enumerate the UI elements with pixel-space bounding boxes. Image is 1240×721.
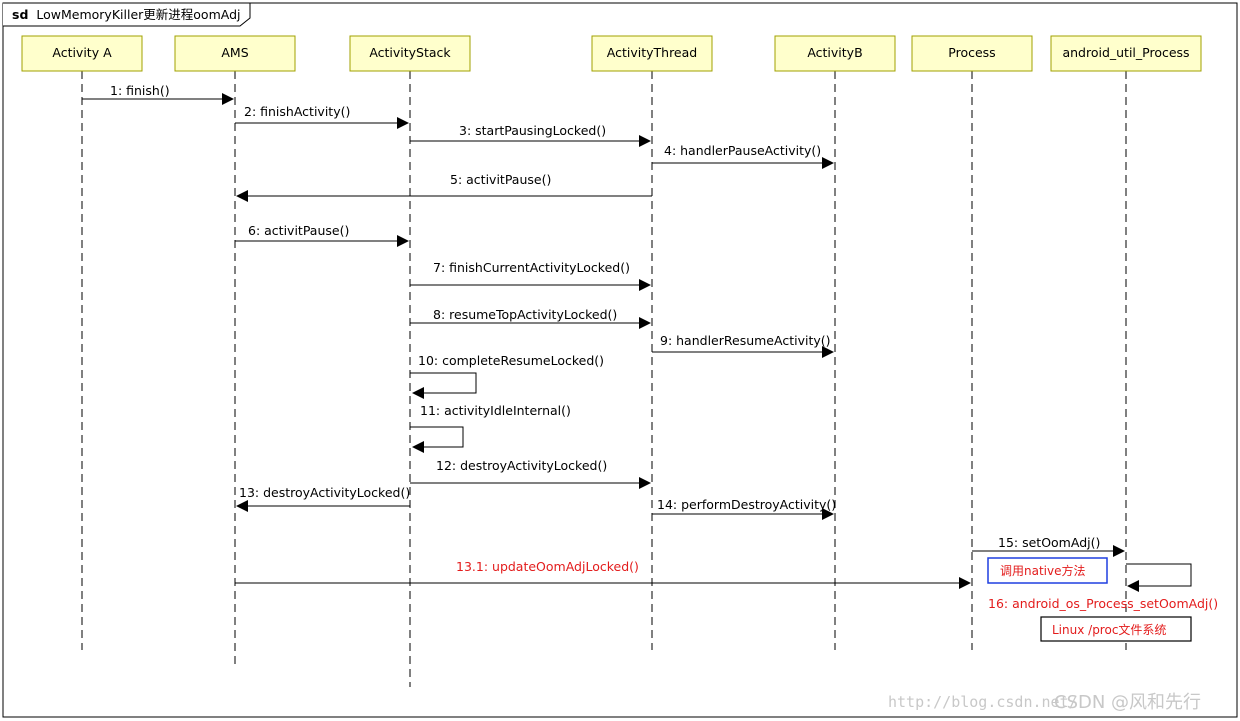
arrowhead-icon [397,235,409,247]
participant-box [349,35,471,72]
self-call-line [1126,563,1192,587]
participant-label: android_util_Process [1062,45,1189,60]
watermark-brand: CSDN @风和先行 [1054,692,1201,713]
note-label: Linux /proc文件系统 [1052,622,1166,637]
participant-heads: Activity A AMS ActivityStack ActivityThr… [21,35,1202,72]
message-label: 6: activitPause() [248,223,349,238]
participant-activity-b: ActivityB [774,35,896,72]
arrowhead-icon [822,508,834,520]
participant-activity-stack: ActivityStack [349,35,471,72]
message-13: 13: destroyActivityLocked() [236,485,410,512]
message-11: 11: activityIdleInternal() [410,403,571,453]
message-label: 13: destroyActivityLocked() [239,485,410,500]
arrowhead-icon [639,477,651,489]
message-label: 8: resumeTopActivityLocked() [433,307,617,322]
message-16: 16: android_os_Process_setOomAdj() [988,563,1218,611]
frame-name: LowMemoryKiller更新进程oomAdj [36,7,240,22]
participant-label: Process [948,45,995,60]
message-label: 2: finishActivity() [244,104,350,119]
note-label: 调用native方法 [1000,563,1085,578]
message-label: 11: activityIdleInternal() [420,403,571,418]
note-linux-proc: Linux /proc文件系统 [1040,616,1192,642]
frame-title: sd LowMemoryKiller更新进程oomAdj [12,7,240,22]
message-label: 7: finishCurrentActivityLocked() [433,260,630,275]
message-10: 10: completeResumeLocked() [410,353,604,399]
messages: 1: finish() 2: finishActivity() 3: start… [82,83,1218,611]
message-6: 6: activitPause() [235,223,409,247]
watermark: http://blog.csdn.net/ CSDN @风和先行 [888,692,1201,713]
arrowhead-icon [412,387,424,399]
frame-label-box [3,2,251,27]
message-label: 13.1: updateOomAdjLocked() [456,559,639,574]
notes: 调用native方法 Linux /proc文件系统 [987,557,1192,642]
message-label: 14: performDestroyActivity() [657,497,836,512]
lifelines [81,71,1127,687]
message-label: 4: handlerPauseActivity() [664,143,821,158]
frame-keyword: sd [12,7,28,22]
participant-box [591,35,713,72]
message-label: 9: handlerResumeActivity() [660,333,831,348]
participant-ams: AMS [174,35,296,72]
participant-android-util-process: android_util_Process [1050,35,1202,72]
participant-label: AMS [221,45,248,60]
message-label: 5: activitPause() [450,172,551,187]
arrowhead-icon [959,577,971,589]
arrowhead-icon [236,500,248,512]
participant-box [774,35,896,72]
message-15: 15: setOomAdj() [972,535,1125,557]
participant-box [21,35,143,72]
participant-box [1050,35,1202,72]
note-box [987,557,1108,584]
arrowhead-icon [1127,580,1139,592]
arrowhead-icon [639,135,651,147]
message-label: 15: setOomAdj() [998,535,1100,550]
note-native-method: 调用native方法 [987,557,1108,584]
self-call-line [410,426,464,448]
message-12: 12: destroyActivityLocked() [410,458,651,489]
message-5: 5: activitPause() [236,172,652,202]
message-label: 1: finish() [110,83,170,98]
participant-activity-a: Activity A [21,35,143,72]
arrowhead-icon [639,279,651,291]
participant-label: Activity A [52,45,112,60]
participant-box [911,35,1033,72]
self-call-line [410,372,477,394]
note-box [1040,616,1192,642]
message-14: 14: performDestroyActivity() [652,497,836,520]
arrowhead-icon [412,441,424,453]
message-3: 3: startPausingLocked() [410,123,651,147]
message-label: 10: completeResumeLocked() [418,353,604,368]
message-2: 2: finishActivity() [235,104,409,129]
message-9: 9: handlerResumeActivity() [652,333,834,358]
watermark-url: http://blog.csdn.net/ [888,693,1078,711]
participant-box [174,35,296,72]
participant-activity-thread: ActivityThread [591,35,713,72]
message-label: 16: android_os_Process_setOomAdj() [988,596,1218,611]
participant-label: ActivityThread [607,45,697,60]
participant-label: ActivityB [807,45,862,60]
message-7: 7: finishCurrentActivityLocked() [410,260,651,291]
message-label: 3: startPausingLocked() [459,123,606,138]
arrowhead-icon [397,117,409,129]
arrowhead-icon [1113,545,1125,557]
arrowhead-icon [222,93,234,105]
message-13-1: 13.1: updateOomAdjLocked() [235,559,971,589]
participant-process: Process [911,35,1033,72]
arrowhead-icon [822,346,834,358]
arrowhead-icon [822,157,834,169]
message-label: 12: destroyActivityLocked() [436,458,607,473]
participant-label: ActivityStack [369,45,451,60]
message-8: 8: resumeTopActivityLocked() [410,307,651,329]
arrowhead-icon [639,317,651,329]
message-1: 1: finish() [82,83,234,105]
arrowhead-icon [236,190,248,202]
message-4: 4: handlerPauseActivity() [652,143,834,169]
